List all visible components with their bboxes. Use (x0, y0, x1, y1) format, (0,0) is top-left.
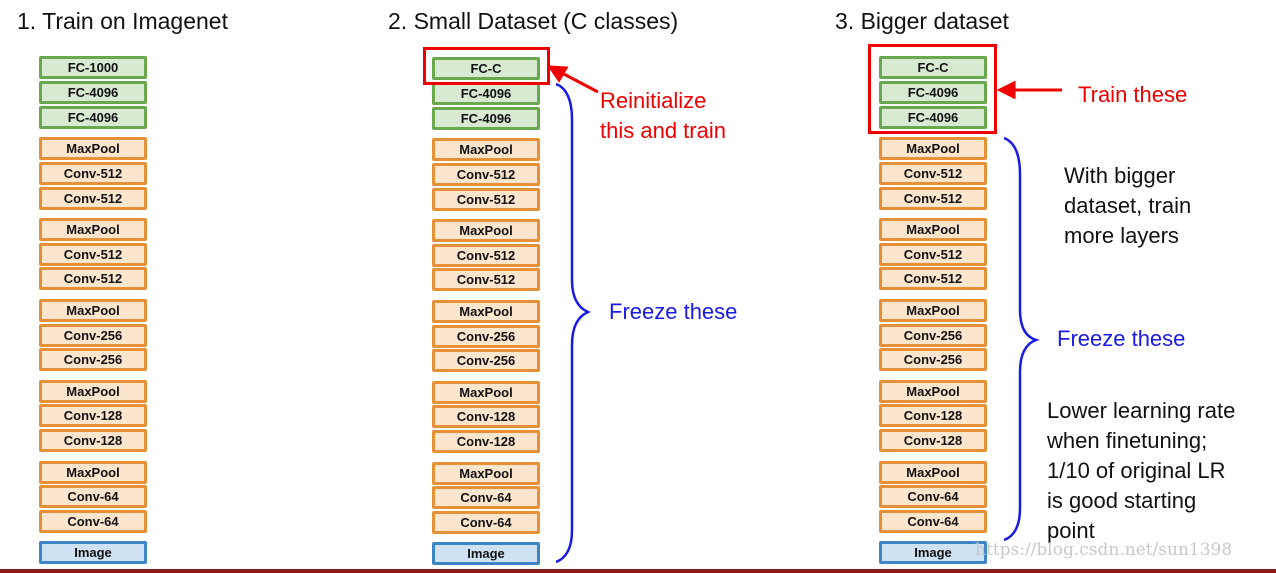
layer-conv-512: Conv-512 (432, 268, 540, 291)
column-1-title: 1. Train on Imagenet (17, 8, 228, 34)
watermark: https://blog.csdn.net/sun1398 (975, 540, 1233, 560)
layer-conv-64: Conv-64 (432, 511, 540, 534)
lr-line-1: Lower learning rate (1047, 398, 1236, 423)
layer-conv-64: Conv-64 (39, 485, 147, 508)
layer-conv-128: Conv-128 (39, 404, 147, 427)
layer-fc-c: FC-C (432, 57, 540, 80)
layer-image: Image (39, 541, 147, 564)
layer-maxpool: MaxPool (879, 299, 987, 322)
layer-fc-4096: FC-4096 (432, 107, 540, 130)
layer-conv-64: Conv-64 (879, 510, 987, 533)
lr-line-4: is good starting (1047, 488, 1197, 513)
layer-conv-512: Conv-512 (879, 243, 987, 266)
bigger-line-1: With bigger (1064, 163, 1176, 188)
layer-image: Image (432, 542, 540, 565)
column-3-title: 3. Bigger dataset (835, 8, 1009, 34)
layer-conv-512: Conv-512 (432, 244, 540, 267)
lr-line-5: point (1047, 518, 1095, 543)
layer-conv-512: Conv-512 (39, 243, 147, 266)
layer-maxpool: MaxPool (432, 300, 540, 323)
layer-fc-c: FC-C (879, 56, 987, 79)
layer-maxpool: MaxPool (879, 137, 987, 160)
layer-conv-256: Conv-256 (432, 325, 540, 348)
layer-conv-256: Conv-256 (432, 349, 540, 372)
layer-conv-128: Conv-128 (39, 429, 147, 452)
lr-line-2: when finetuning; (1047, 428, 1208, 453)
layer-conv-512: Conv-512 (39, 162, 147, 185)
layer-maxpool: MaxPool (39, 137, 147, 160)
layer-conv-256: Conv-256 (879, 348, 987, 371)
layer-conv-512: Conv-512 (39, 267, 147, 290)
layer-conv-128: Conv-128 (432, 405, 540, 428)
layer-fc-4096: FC-4096 (879, 81, 987, 104)
layer-maxpool: MaxPool (432, 381, 540, 404)
layer-image: Image (879, 541, 987, 564)
layer-conv-512: Conv-512 (39, 187, 147, 210)
bigger-line-2: dataset, train (1064, 193, 1192, 218)
train-note: Train these (1078, 82, 1188, 107)
layer-maxpool: MaxPool (879, 380, 987, 403)
freeze-note-2: Freeze these (609, 299, 738, 324)
layer-conv-64: Conv-64 (432, 486, 540, 509)
layer-conv-512: Conv-512 (879, 267, 987, 290)
layer-conv-512: Conv-512 (432, 188, 540, 211)
bottom-bar (0, 569, 1276, 573)
layer-conv-512: Conv-512 (879, 162, 987, 185)
bigger-line-3: more layers (1064, 223, 1179, 248)
arrow-train (996, 80, 1062, 100)
train-highlight (868, 44, 997, 134)
layer-maxpool: MaxPool (879, 218, 987, 241)
layer-conv-256: Conv-256 (879, 324, 987, 347)
layer-maxpool: MaxPool (879, 461, 987, 484)
layer-conv-128: Conv-128 (432, 430, 540, 453)
reinit-note: Reinitialize this and train (600, 86, 726, 146)
layer-fc-1000: FC-1000 (39, 56, 147, 79)
freeze-bracket-2 (555, 82, 592, 564)
layer-conv-512: Conv-512 (432, 163, 540, 186)
reinit-line-2: this and train (600, 118, 726, 143)
layer-conv-64: Conv-64 (39, 510, 147, 533)
layer-conv-512: Conv-512 (879, 187, 987, 210)
layer-maxpool: MaxPool (432, 462, 540, 485)
layer-conv-256: Conv-256 (39, 324, 147, 347)
freeze-bracket-3 (1003, 136, 1040, 542)
lr-note: Lower learning rate when finetuning; 1/1… (1047, 396, 1235, 546)
lr-line-3: 1/10 of original LR (1047, 458, 1226, 483)
layer-conv-128: Conv-128 (879, 429, 987, 452)
arrow-reinit (547, 65, 599, 94)
layer-fc-4096: FC-4096 (39, 81, 147, 104)
layer-maxpool: MaxPool (432, 219, 540, 242)
layer-fc-4096: FC-4096 (39, 106, 147, 129)
layer-conv-256: Conv-256 (39, 348, 147, 371)
column-2-title: 2. Small Dataset (C classes) (388, 8, 679, 34)
layer-maxpool: MaxPool (432, 138, 540, 161)
layer-conv-128: Conv-128 (879, 404, 987, 427)
layer-maxpool: MaxPool (39, 380, 147, 403)
layer-conv-64: Conv-64 (879, 485, 987, 508)
freeze-note-3: Freeze these (1057, 326, 1186, 351)
layer-fc-4096: FC-4096 (879, 106, 987, 129)
layer-maxpool: MaxPool (39, 218, 147, 241)
layer-maxpool: MaxPool (39, 299, 147, 322)
bigger-note: With bigger dataset, train more layers (1064, 161, 1191, 251)
layer-maxpool: MaxPool (39, 461, 147, 484)
reinit-line-1: Reinitialize (600, 88, 707, 113)
